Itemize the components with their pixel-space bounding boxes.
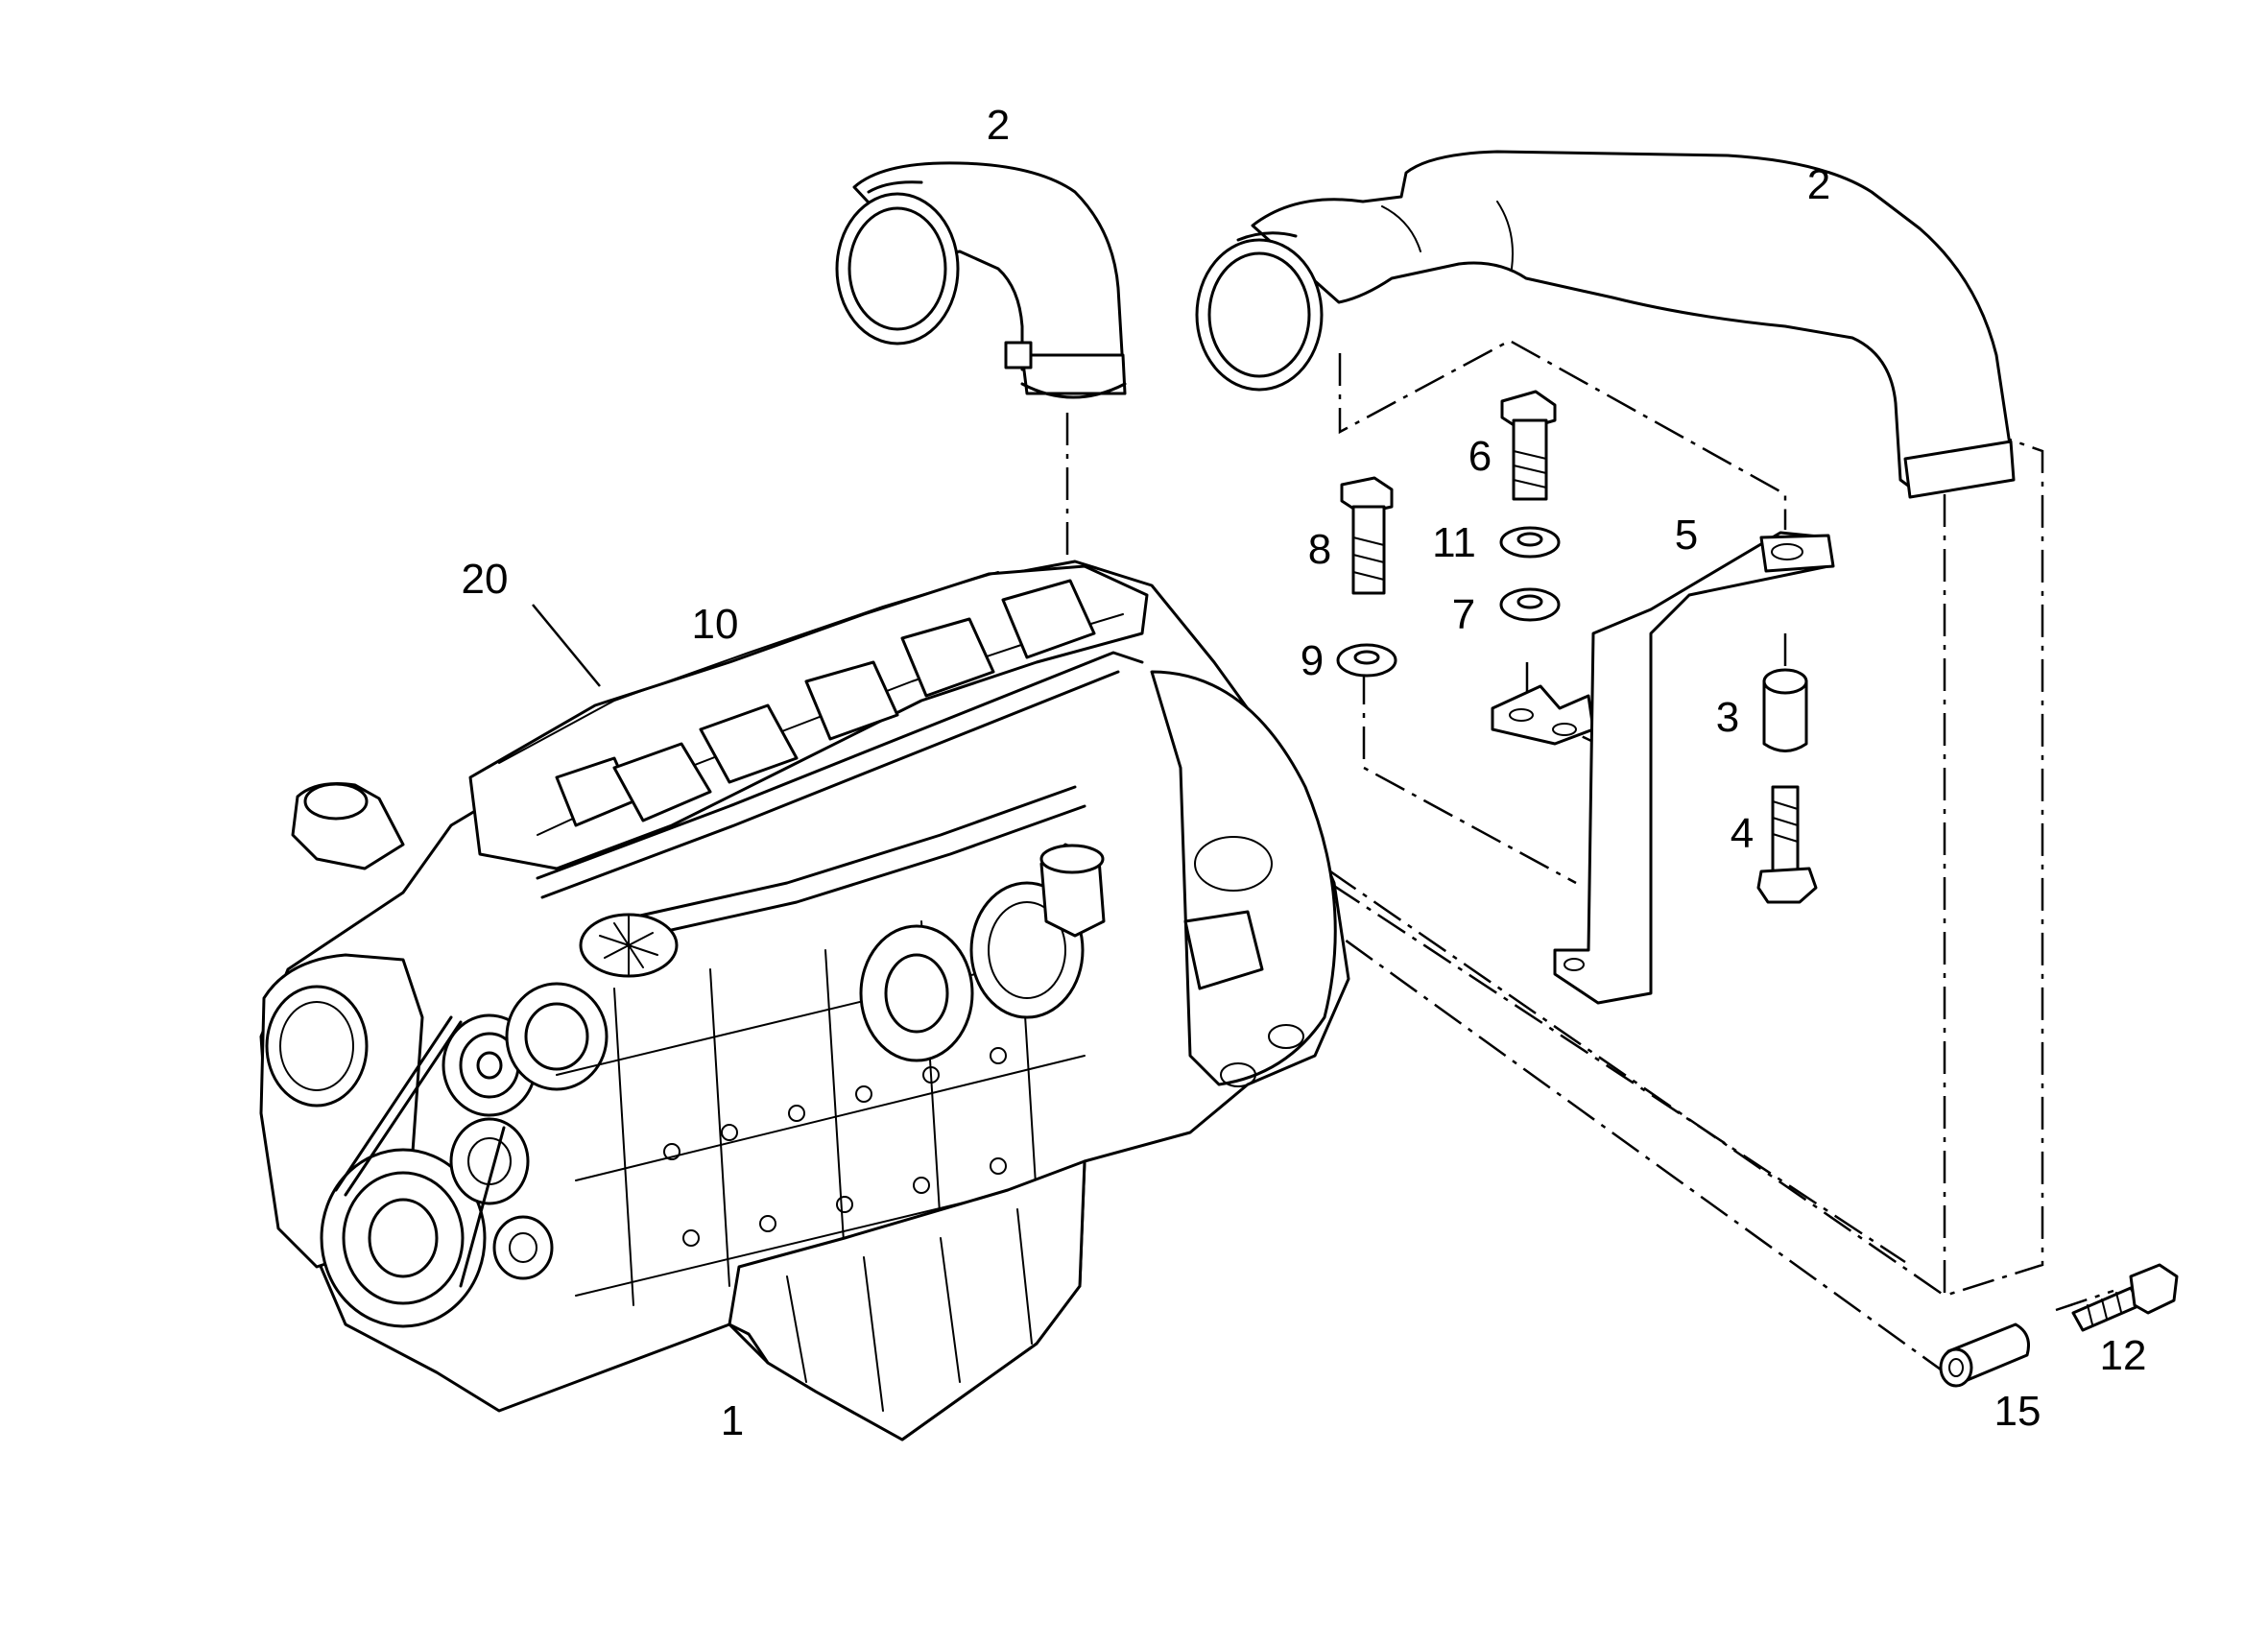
label-12: 12 xyxy=(2100,1332,2147,1379)
label-1: 1 xyxy=(721,1397,744,1444)
label-4: 4 xyxy=(1731,810,1754,857)
charge-air-hose-right xyxy=(1195,150,2016,499)
crank-pulley xyxy=(320,1148,487,1328)
spacer-3 xyxy=(1762,668,1808,752)
accessory-pulleys xyxy=(442,982,609,1280)
part-number-labels: 1 2 2 3 4 5 6 7 8 9 10 11 12 15 20 xyxy=(462,102,2147,1444)
label-5: 5 xyxy=(1675,512,1698,559)
leader-lines xyxy=(532,604,601,687)
label-2-right: 2 xyxy=(1807,161,1830,208)
charge-air-hose-left xyxy=(835,161,1127,399)
bolt-6 xyxy=(1500,390,1557,501)
washer-9 xyxy=(1336,643,1397,678)
label-7: 7 xyxy=(1452,591,1475,638)
cylinder-heads xyxy=(555,579,1096,827)
label-20: 20 xyxy=(462,556,509,603)
spacer-15 xyxy=(1939,1322,2030,1388)
filler-cap xyxy=(579,913,679,978)
turbocharger xyxy=(859,843,1106,1062)
washer-11 xyxy=(1499,526,1561,559)
label-3: 3 xyxy=(1716,694,1739,741)
label-15: 15 xyxy=(1994,1388,2041,1435)
label-6: 6 xyxy=(1468,433,1492,480)
bolt-4 xyxy=(1756,785,1818,904)
label-9: 9 xyxy=(1301,637,1324,684)
bolt-8 xyxy=(1340,476,1394,595)
mounting-bracket xyxy=(1491,531,1835,1005)
label-8: 8 xyxy=(1308,526,1331,573)
engine-assembly xyxy=(259,560,1350,1441)
label-11: 11 xyxy=(1432,519,1476,566)
label-2-left: 2 xyxy=(987,102,1010,149)
washer-7 xyxy=(1499,587,1561,622)
label-10: 10 xyxy=(692,601,739,648)
bolt-12 xyxy=(2071,1263,2179,1332)
